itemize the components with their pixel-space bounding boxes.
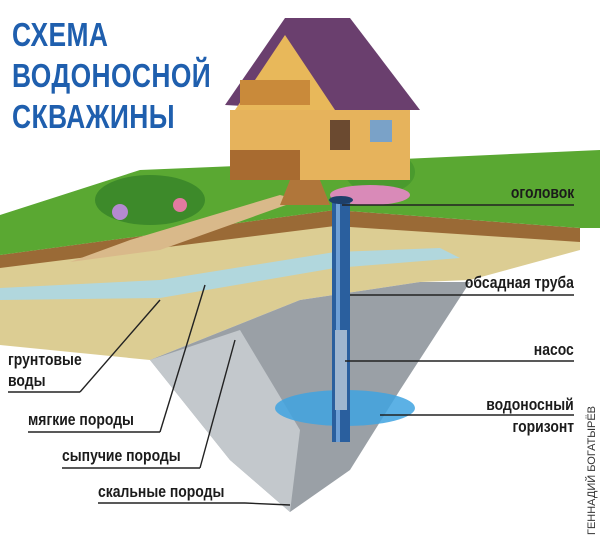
label-groundwater-1: грунтовые xyxy=(8,350,82,369)
flower xyxy=(173,198,187,212)
label-wellhead: оголовок xyxy=(510,183,574,202)
flower xyxy=(112,204,128,220)
label-hard-rocks: скальные породы xyxy=(98,482,225,501)
label-aquifer-1: водоносный xyxy=(486,395,574,414)
title-line: СКВАЖИНЫ xyxy=(12,98,175,135)
label-groundwater-2: воды xyxy=(8,371,46,390)
topsoil-layer xyxy=(0,210,580,268)
leader-lines xyxy=(8,204,574,506)
pump xyxy=(335,330,347,410)
label-loose-rocks: сыпучие породы xyxy=(62,446,181,465)
wellhead xyxy=(329,196,353,204)
title-line: ВОДОНОСНОЙ xyxy=(12,57,212,94)
house xyxy=(225,18,420,205)
path xyxy=(70,195,300,262)
author-credit: ГЕННАДИЙ БОГАТЫРЁВ xyxy=(586,405,598,535)
flowerbed xyxy=(95,175,205,225)
label-casing: обсадная труба xyxy=(465,273,574,292)
title-line: СХЕМА xyxy=(12,16,109,53)
casing-highlight xyxy=(336,200,340,442)
label-aquifer-2: горизонт xyxy=(512,417,574,436)
label-pump: насос xyxy=(533,340,574,359)
label-soft-rocks: мягкие породы xyxy=(28,410,134,429)
diagram-title: СХЕМА ВОДОНОСНОЙ СКВАЖИНЫ xyxy=(12,14,211,137)
rock-layer-light xyxy=(150,330,300,512)
